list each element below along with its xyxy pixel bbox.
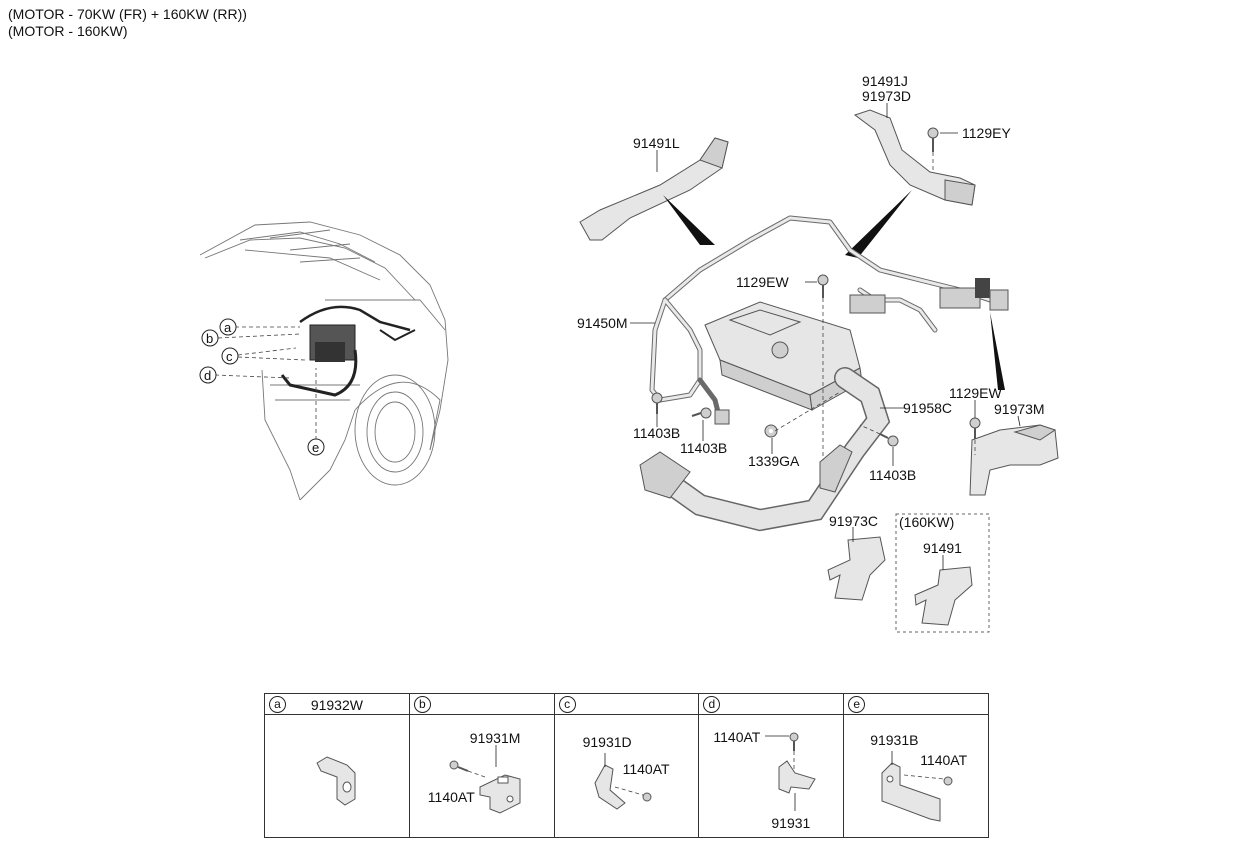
callout-91958C: 91958C	[903, 400, 952, 416]
screw-1129EW-right	[969, 417, 981, 440]
wiring-harness-91450M	[649, 215, 1009, 425]
callout-91491J: 91491J	[862, 73, 908, 89]
legend-letter-d: d	[703, 696, 721, 713]
legend-cell-a: a 91932W	[265, 694, 410, 837]
callout-1129EW-top: 1129EW	[736, 274, 789, 290]
legend-title-a: 91932W	[310, 697, 363, 713]
legend-cell-b: b 91931M 1140AT	[409, 694, 555, 837]
callout-91491: 91491	[923, 540, 962, 556]
label-91931B: 91931B	[870, 732, 919, 748]
callout-91491L: 91491L	[633, 135, 680, 151]
variant-160kw-box	[895, 513, 990, 633]
junction-box	[704, 301, 863, 411]
locator-callout-a: a	[219, 318, 237, 336]
leader-lines	[630, 103, 1021, 570]
protector-91491J	[853, 109, 976, 206]
callout-1129EW-right: 1129EW	[949, 385, 1002, 401]
bolt-11403B-a	[651, 392, 663, 414]
svg-text:c: c	[226, 349, 233, 364]
protector-91973C	[827, 536, 886, 601]
locator-callout-c: c	[221, 347, 239, 365]
legend-cell-d: d 1140AT 91931	[699, 694, 845, 837]
bolt-11403B-c	[879, 433, 899, 447]
legend-letter-a: a	[269, 696, 286, 713]
bracket-91931M-illustration	[449, 745, 521, 814]
label-91931D: 91931D	[582, 734, 632, 750]
header-motor-dual: (MOTOR - 70KW (FR) + 160KW (RR))	[8, 6, 247, 22]
legend-letter-b: b	[413, 696, 431, 713]
callout-91973M: 91973M	[994, 401, 1045, 417]
protector-91491	[914, 566, 973, 626]
legend-letter-e: e	[848, 696, 866, 713]
callout-11403B-c: 11403B	[869, 467, 916, 483]
label-1140AT-d: 1140AT	[713, 729, 761, 745]
screw-1129EY	[927, 127, 939, 152]
nut-1339GA	[764, 424, 778, 438]
svg-text:a: a	[224, 320, 232, 335]
callout-1339GA: 1339GA	[748, 453, 800, 469]
hv-cable-91958C	[639, 367, 891, 532]
callout-91973C: 91973C	[829, 513, 878, 529]
locator-callout-b: b	[201, 329, 219, 347]
bracket-91931B-illustration	[881, 751, 953, 822]
protector-91491L	[579, 137, 729, 241]
bracket-legend-table: a 91932W b 91931M 1140AT	[264, 693, 989, 838]
bracket-91931-illustration	[765, 732, 817, 811]
label-1140AT-e: 1140AT	[920, 752, 968, 768]
locator-callout-e: e	[307, 438, 325, 456]
label-91931M: 91931M	[469, 730, 521, 746]
label-1140AT-c: 1140AT	[622, 761, 670, 777]
svg-text:b: b	[206, 331, 213, 346]
label-91931: 91931	[771, 815, 811, 831]
callout-91973D: 91973D	[862, 88, 911, 104]
screw-1129EW-top	[817, 274, 829, 298]
exploded-parts-diagram: a b c d e	[199, 73, 1059, 633]
callout-11403B-a: 11403B	[633, 425, 680, 441]
locator-callout-d: d	[199, 366, 217, 384]
legend-cell-c: c 91931D 1140AT	[554, 694, 700, 837]
callout-11403B-b: 11403B	[680, 440, 727, 456]
legend-letter-c: c	[558, 696, 576, 713]
bracket-91931D-illustration	[594, 753, 652, 810]
bracket-91932W-illustration	[316, 756, 356, 806]
label-1140AT-b: 1140AT	[427, 789, 475, 805]
vehicle-locator-view	[199, 221, 449, 501]
svg-text:d: d	[204, 368, 211, 383]
bolt-11403B-b	[691, 407, 712, 419]
callout-91450M: 91450M	[577, 315, 628, 331]
header-motor-single: (MOTOR - 160KW)	[8, 23, 128, 39]
protector-91973M	[969, 424, 1059, 496]
legend-cell-e: e 91931B 1140AT	[844, 694, 988, 837]
variant-160kw-label: (160KW)	[899, 514, 954, 530]
callout-1129EY: 1129EY	[962, 125, 1011, 141]
svg-text:e: e	[312, 440, 319, 455]
